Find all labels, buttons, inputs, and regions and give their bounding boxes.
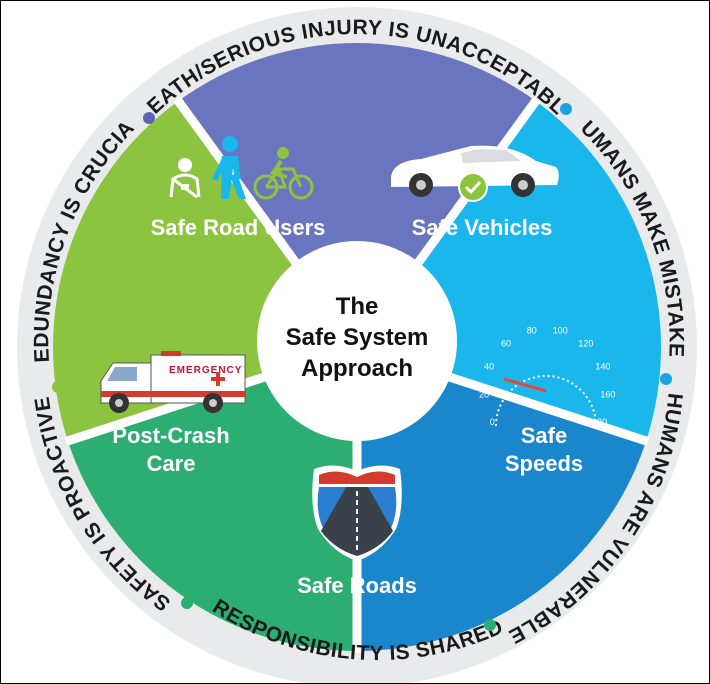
speedometer-tick-label: 180 (592, 417, 607, 427)
pedestrian-icon (212, 136, 246, 199)
segment-label-safe-roads: Safe Roads (297, 573, 417, 598)
speedometer-tick-label: 140 (595, 361, 610, 371)
car-icon (391, 145, 559, 202)
dot-purple (143, 112, 155, 124)
segment-label-post-crash-line1: Post-Crash (112, 423, 229, 448)
segment-label-safe-speeds-line2: Speeds (505, 451, 583, 476)
segments (53, 42, 661, 651)
speedometer-tick-label: 80 (527, 326, 537, 336)
highway-shield-icon (312, 465, 402, 561)
speedometer-tick-label: 160 (600, 390, 615, 400)
ambulance-icon: EMERGENCY (100, 351, 246, 413)
dot-blue-right (660, 373, 672, 385)
seatbelt-icon (169, 158, 201, 199)
speedometer-tick-label: 60 (501, 339, 511, 349)
speedometer-icon: 0 20 40 60 80 100 120 140 160 180 (479, 326, 615, 427)
speedometer-tick-label: 120 (578, 339, 593, 349)
bicycle-icon (253, 147, 314, 200)
segment-label-safe-vehicles: Safe Vehicles (412, 215, 553, 240)
segment-label-safe-road-users: Safe Road Users (151, 215, 326, 240)
speedometer-needle (503, 377, 547, 393)
segment-label-post-crash-line2: Care (147, 451, 196, 476)
center-title-line2: Safe System (286, 324, 429, 351)
center-circle (257, 241, 457, 441)
speedometer-tick-label: 0 (490, 417, 495, 427)
speedometer-tick-label: 100 (553, 326, 568, 336)
segment-safe-roads (67, 347, 358, 651)
center-title-line1: The (336, 293, 379, 320)
speedometer-ticks: 0 20 40 60 80 100 120 140 160 180 (479, 326, 615, 427)
dot-green-right (484, 619, 496, 631)
segment-label-safe-speeds-line1: Safe (521, 423, 567, 448)
ambulance-sign: EMERGENCY (169, 365, 242, 376)
segment-safe-road-users (178, 42, 536, 347)
dot-lime (52, 381, 64, 393)
dot-blue-top (560, 103, 572, 115)
center-title-line3: Approach (301, 355, 413, 382)
dot-green-left (181, 597, 193, 609)
speedometer-tick-label: 40 (484, 361, 494, 371)
speedometer-tick-label: 20 (479, 390, 489, 400)
segment-safe-speeds (357, 347, 647, 651)
